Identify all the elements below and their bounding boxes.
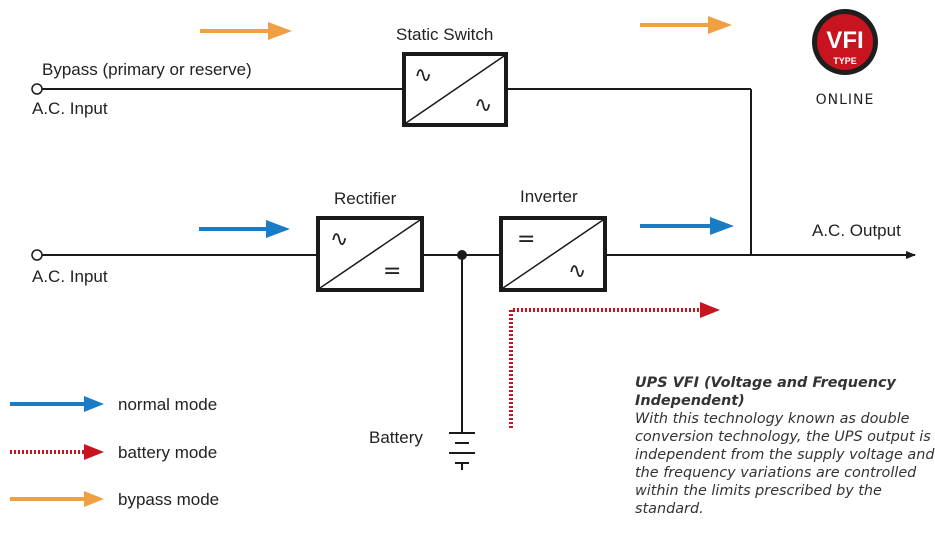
description-block: UPS VFI (Voltage and Frequency Independe… [635, 374, 935, 518]
main-line [31, 249, 916, 433]
ac-symbol: ∿ [414, 63, 432, 88]
rectifier-label: Rectifier [334, 189, 397, 208]
bypass-input-terminal [31, 83, 43, 95]
battery-symbol [449, 432, 475, 470]
legend-battery-arrow [10, 444, 104, 460]
vfi-type-badge: VFI TYPE [812, 9, 878, 75]
normal-flow-arrow-input [199, 220, 290, 238]
ac-input-top-label: A.C. Input [32, 99, 108, 118]
legend-bypass-label: bypass mode [118, 490, 219, 509]
legend: normal mode battery mode bypass mode [10, 395, 219, 509]
bypass-line [31, 83, 752, 255]
static-switch-block: ∿ ∿ [402, 52, 508, 127]
normal-flow-arrow-output [640, 217, 734, 235]
legend-normal-label: normal mode [118, 395, 217, 414]
dc-symbol: = [383, 259, 401, 284]
battery-label: Battery [369, 428, 423, 447]
ac-symbol: ∿ [474, 93, 492, 118]
rectifier-block: ∿ = [316, 216, 424, 292]
legend-battery-label: battery mode [118, 443, 217, 462]
inverter-block: = ∿ [499, 216, 607, 292]
main-input-terminal [31, 249, 43, 261]
description-title: UPS VFI (Voltage and Frequency Independe… [635, 375, 896, 409]
bypass-label: Bypass (primary or reserve) [42, 60, 252, 79]
legend-normal-arrow [10, 396, 104, 412]
ac-input-bottom-label: A.C. Input [32, 267, 108, 286]
badge-main-text: VFI [826, 27, 863, 54]
badge-sub-text: TYPE [833, 56, 857, 66]
battery-flow-arrow [509, 302, 720, 428]
ac-output-label: A.C. Output [812, 221, 901, 240]
bypass-flow-arrow-left [200, 22, 292, 40]
inverter-label: Inverter [520, 187, 578, 206]
description-body: With this technology known as double con… [635, 411, 935, 517]
ac-symbol: ∿ [330, 227, 348, 252]
badge-caption: ONLINE [816, 92, 875, 108]
dc-symbol: = [517, 227, 535, 252]
static-switch-label: Static Switch [396, 25, 493, 44]
bypass-flow-arrow-right [640, 16, 732, 34]
ac-symbol: ∿ [568, 259, 586, 284]
legend-bypass-arrow [10, 491, 104, 507]
